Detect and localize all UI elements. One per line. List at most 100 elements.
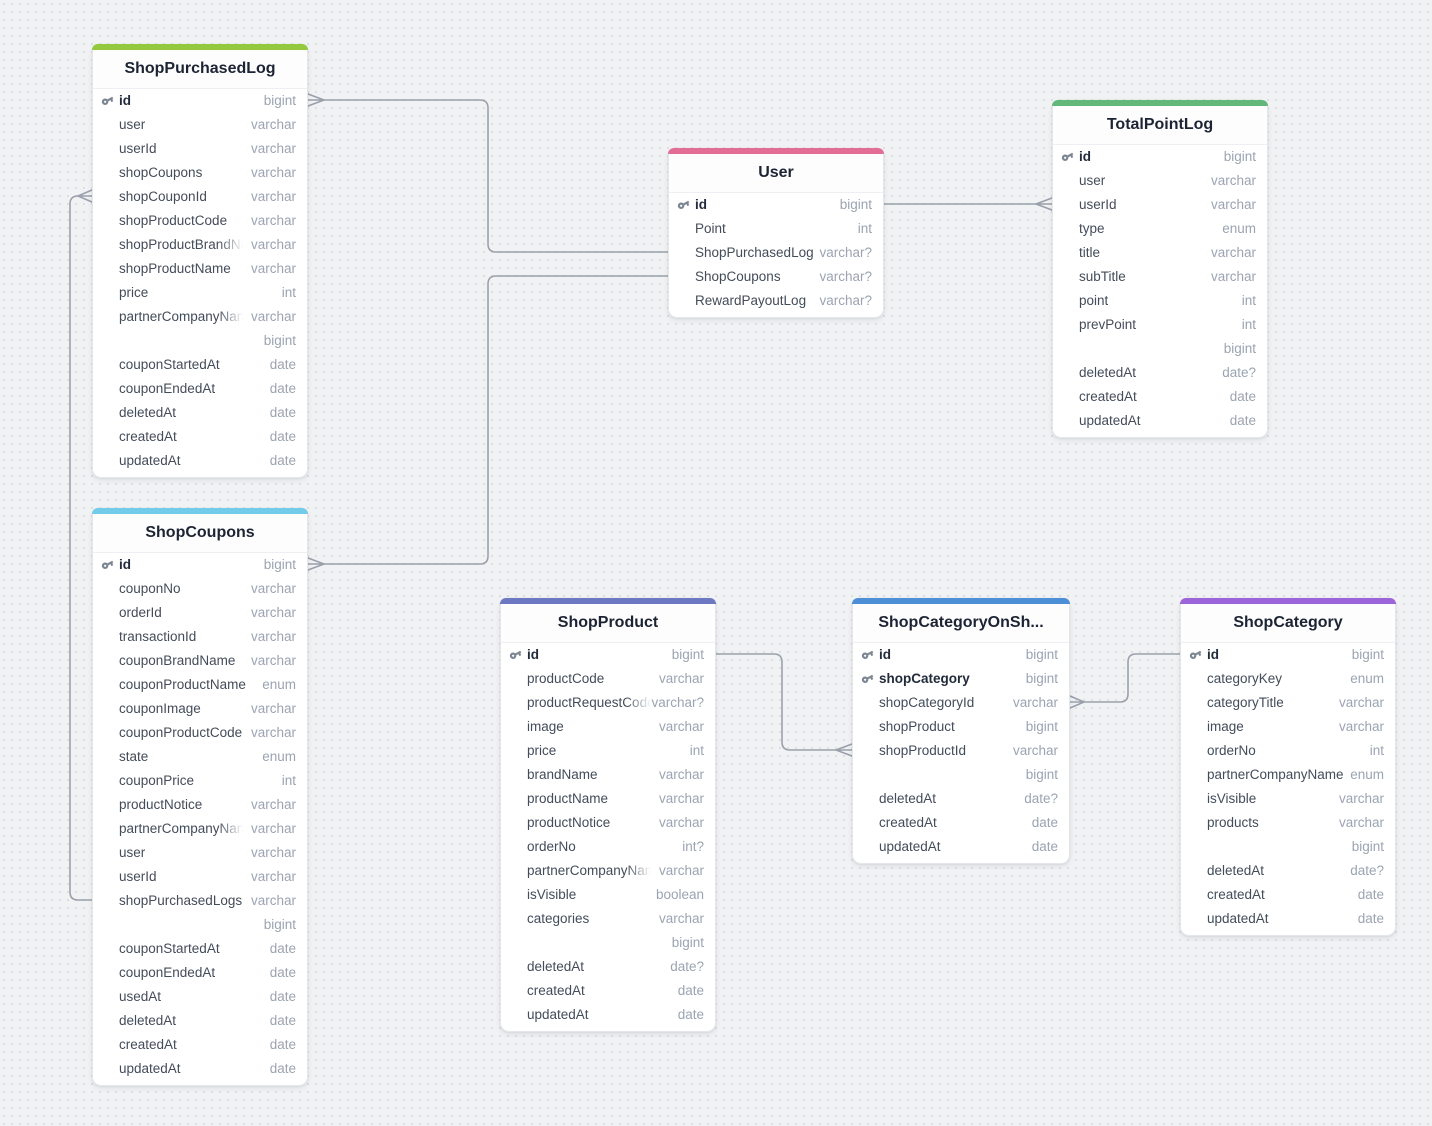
field-type: bigint [1351, 647, 1384, 662]
field-name: shopProduct [879, 719, 955, 734]
key-icon [99, 92, 117, 110]
field-name: updatedAt [527, 1007, 589, 1022]
field-type: varchar [250, 189, 296, 204]
field-name: orderNo [527, 839, 576, 854]
field-name: id [527, 647, 539, 662]
field-type: varchar [1210, 197, 1256, 212]
relationship-line [323, 99, 669, 253]
field-type: varchar [250, 213, 296, 228]
field-name: Point [695, 221, 726, 236]
field-name: id [119, 93, 131, 108]
field-name: state [119, 749, 149, 764]
field-type: date [269, 453, 296, 468]
field-name: isVisible [1207, 791, 1257, 806]
relationship-line [715, 653, 837, 751]
field-name: couponNo [119, 581, 181, 596]
field-row: bigint [93, 913, 307, 937]
field-row: shopProductBrandNamevarchar [93, 233, 307, 257]
field-name: productNotice [527, 815, 611, 830]
field-type: varchar [250, 893, 296, 908]
key-icon [675, 196, 693, 214]
field-type: varchar [250, 701, 296, 716]
table-accent-bar [92, 508, 308, 514]
key-icon [1187, 646, 1205, 664]
field-name: partnerCompanyName [1207, 767, 1344, 782]
field-name: categoryKey [1207, 671, 1283, 686]
field-type: enum [1222, 221, 1256, 236]
table-title[interactable]: ShopCoupons [93, 514, 307, 553]
field-row: bigint [853, 763, 1069, 787]
field-name: shopProductBrandName [119, 237, 243, 252]
field-name: RewardPayoutLog [695, 293, 807, 308]
field-name: deletedAt [119, 405, 177, 420]
field-name: price [119, 285, 149, 300]
field-type: int [1369, 743, 1384, 758]
table-title[interactable]: ShopCategoryOnSh... [853, 604, 1069, 643]
field-type: varchar [250, 845, 296, 860]
field-type: bigint [263, 557, 296, 572]
field-type: int [1241, 317, 1256, 332]
key-icon [99, 556, 117, 574]
field-name: shopProductName [119, 261, 231, 276]
field-row: bigint [1053, 337, 1267, 361]
field-type: varchar? [819, 245, 872, 260]
field-type: varchar? [819, 269, 872, 284]
field-type: varchar [250, 653, 296, 668]
field-type: int [689, 743, 704, 758]
field-name: couponPrice [119, 773, 195, 788]
field-name: couponImage [119, 701, 201, 716]
table-title[interactable]: TotalPointLog [1053, 106, 1267, 145]
table-title[interactable]: User [669, 154, 883, 193]
relationship-line [69, 195, 93, 901]
table-accent-bar [1180, 598, 1396, 604]
table-title[interactable]: ShopProduct [501, 604, 715, 643]
field-type: date [269, 429, 296, 444]
field-type: date [269, 405, 296, 420]
field-type: int [281, 773, 296, 788]
field-type: date [1031, 815, 1058, 830]
field-type: date [269, 1013, 296, 1028]
field-name: couponProductCode [119, 725, 243, 740]
field-name: products [1207, 815, 1259, 830]
crowfoot-arrow [307, 557, 325, 571]
field-type: date [269, 965, 296, 980]
field-type: date [677, 983, 704, 998]
table-title[interactable]: ShopCategory [1181, 604, 1395, 643]
field-name: id [879, 647, 891, 662]
field-type: varchar [250, 629, 296, 644]
table-title[interactable]: ShopPurchasedLog [93, 50, 307, 89]
field-type: int [1241, 293, 1256, 308]
field-name: isVisible [527, 887, 577, 902]
